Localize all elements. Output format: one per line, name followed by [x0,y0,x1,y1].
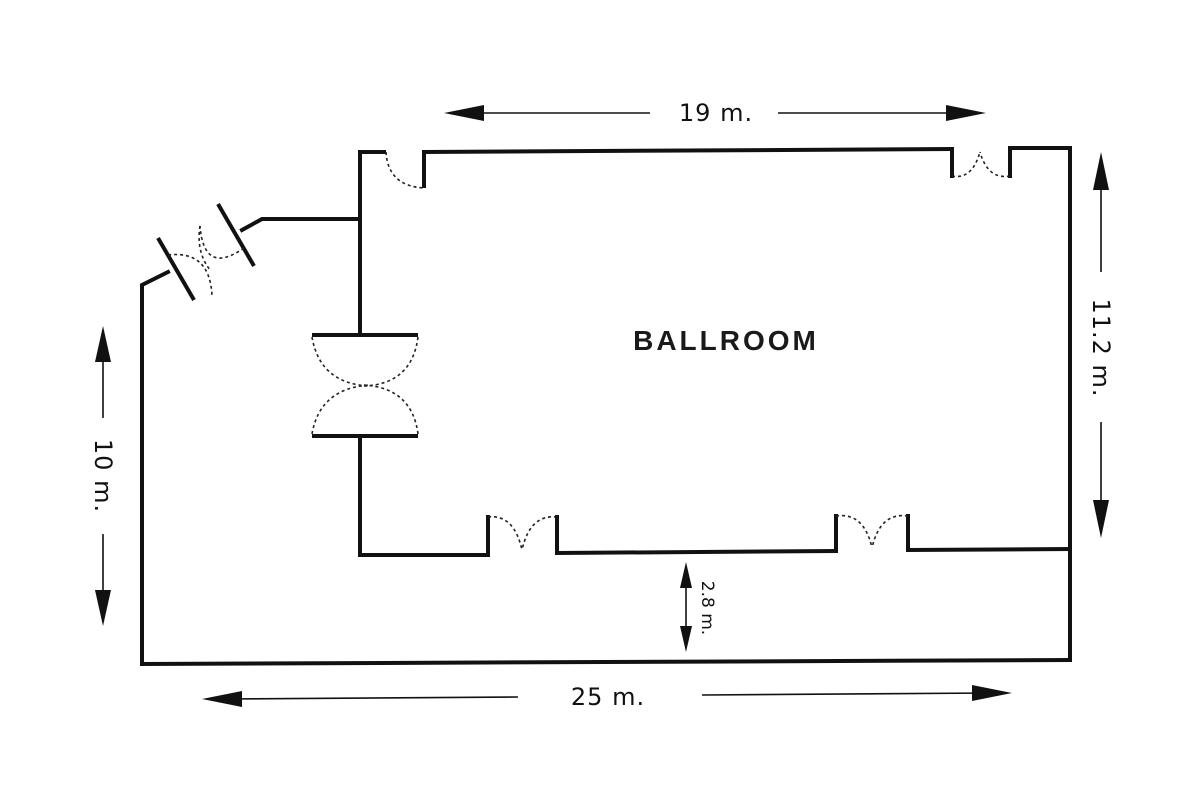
arrow-down-icon [1093,500,1109,538]
ballroom-wall-bottom-middle [554,548,839,556]
room-label: BALLROOM [633,325,819,356]
arrow-down-icon [680,626,692,652]
door-top-left [385,151,426,189]
arrow-right-icon [946,105,986,121]
dimension-corridor-depth: 2.8 m. [680,562,717,652]
ballroom-wall-bottom-right [905,546,1073,553]
arrow-up-icon [680,562,692,588]
dimension-left-height-label: 10 m. [89,439,117,513]
arrow-right-icon [972,685,1012,701]
ballroom-walls [358,146,1073,557]
outer-wall-bottom [139,657,1073,667]
door-diagonal [156,202,256,302]
outer-wall-diagonal [239,217,362,233]
dimension-bottom-width-label: 25 m. [571,683,645,711]
door-top-right [950,148,1012,178]
arrow-up-icon [1093,152,1109,190]
dimension-bottom-width: 25 m. [202,683,1012,711]
arrow-left-icon [444,105,484,121]
outer-walls [139,146,1073,667]
door-bottom-left [486,515,559,555]
ballroom-wall-top [421,146,955,155]
dimension-corridor-depth-label: 2.8 m. [697,581,717,635]
dimension-top-width-label: 19 m. [679,99,753,127]
door-left-double [311,333,419,438]
arrow-down-icon [95,590,111,626]
door-bottom-right [834,514,910,551]
outer-wall-left [140,269,171,666]
dimension-top-width: 19 m. [444,99,986,127]
arrow-up-icon [95,326,111,362]
dimension-left-height: 10 m. [89,326,117,626]
dimension-right-height: 11.2 m. [1087,152,1115,538]
arrow-left-icon [202,691,242,707]
dimension-right-height-label: 11.2 m. [1087,298,1115,397]
